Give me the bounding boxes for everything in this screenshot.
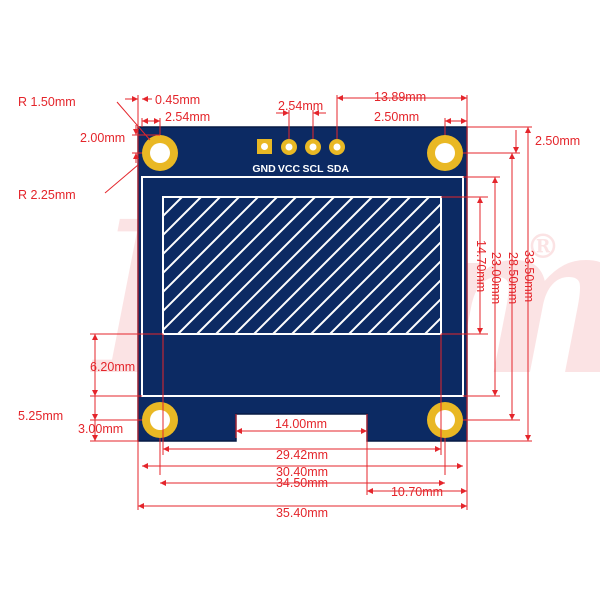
hatch-line — [405, 297, 441, 334]
hatch-line — [163, 197, 259, 294]
hatch-line — [163, 197, 297, 332]
hatch-line — [163, 197, 202, 237]
pin-label-sda: SDA — [327, 163, 350, 175]
hatch-line — [386, 278, 441, 334]
dim-pin-start: 2.54mm — [165, 110, 210, 124]
dim-display-height: 14.70mm — [474, 240, 488, 292]
hatch-line — [163, 197, 221, 256]
dim-r-hole: R 1.50mm — [18, 95, 76, 109]
pin-label-scl: SCL — [303, 163, 325, 175]
display-active-area — [162, 196, 442, 335]
dim-notch-to-edge: 10.70mm — [391, 485, 443, 499]
display-hatch — [163, 197, 441, 334]
hatch-line — [291, 197, 430, 334]
dim-display-frame-height: 23.00mm — [489, 252, 503, 304]
hatch-line — [329, 221, 441, 334]
pin-gnd-pad — [257, 139, 272, 154]
dim-notch-width: 14.00mm — [275, 417, 327, 431]
dim-board-width: 35.40mm — [276, 506, 328, 520]
dim-top-left-hole-v: 2.00mm — [80, 131, 125, 145]
watermark-registered-mark: ® — [526, 227, 560, 267]
hatch-line — [196, 197, 335, 334]
hatch-line — [253, 197, 392, 334]
dimension-labels: R 1.50mm 0.45mm 2.54mm 2.54mm 13.89mm 2.… — [18, 90, 580, 520]
dim-top-right-hole-h: 2.50mm — [374, 110, 419, 124]
dim-sda-to-edge: 13.89mm — [374, 90, 426, 104]
dim-edge-offset: 0.45mm — [155, 93, 200, 107]
hatch-line — [163, 197, 240, 275]
dim-top-right-hole-v: 2.50mm — [535, 134, 580, 148]
dim-display-width: 29.42mm — [276, 448, 328, 462]
dim-bottom-hole-v2: 3.00mm — [78, 422, 123, 436]
hatch-line — [348, 240, 441, 334]
hatch-line — [215, 197, 354, 334]
dimension-lines — [90, 95, 532, 510]
hatch-line — [234, 197, 373, 334]
hatch-line — [272, 197, 411, 334]
mounting-hole-top-left — [142, 135, 178, 171]
dim-hole-spacing-v: 28.50mm — [506, 252, 520, 304]
pin-label-vcc: VCC — [278, 163, 301, 175]
hatch-line — [367, 259, 441, 334]
dim-hole-spacing-h: 34.50mm — [276, 476, 328, 490]
dim-r-pad: R 2.25mm — [18, 188, 76, 202]
dim-display-frame-width: 30.40mm — [276, 465, 328, 479]
mounting-hole-bottom-right — [427, 402, 463, 438]
hatch-line — [310, 202, 441, 334]
dim-display-bottom: 6.20mm — [90, 360, 135, 374]
dim-board-height: 33.50mm — [522, 250, 536, 302]
display-frame — [141, 176, 464, 397]
pin-scl-pad — [305, 139, 321, 155]
hatch-line — [177, 197, 316, 334]
dim-bottom-hole-v: 5.25mm — [18, 409, 63, 423]
hatch-line — [163, 197, 278, 313]
pin-vcc-pad — [281, 139, 297, 155]
pin-label-gnd: GND — [252, 163, 276, 175]
mounting-hole-top-right — [427, 135, 463, 171]
mounting-hole-bottom-left — [142, 402, 178, 438]
pin-sda-pad — [329, 139, 345, 155]
header-pins: GND VCC SCL SDA — [252, 139, 350, 175]
pcb-board: GND VCC SCL SDA — [137, 126, 468, 442]
dim-pin-pitch: 2.54mm — [278, 99, 323, 113]
